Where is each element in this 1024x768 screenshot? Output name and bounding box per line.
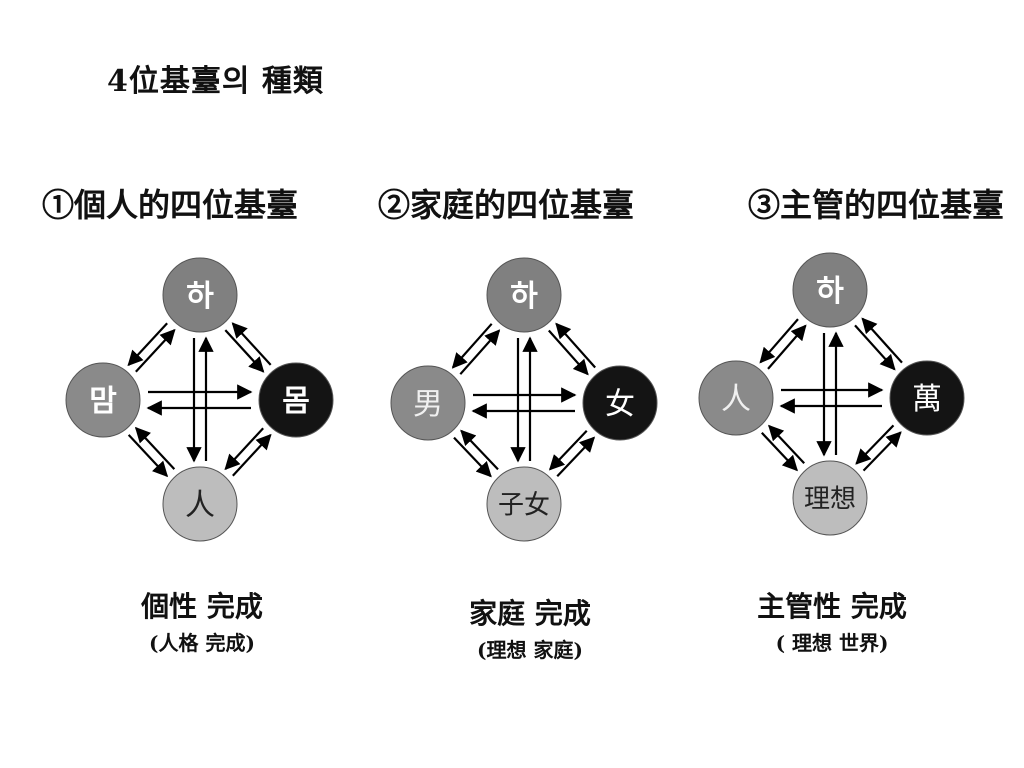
- diagram-3-node-left-label: 人: [721, 382, 751, 417]
- diagram-1-arrow-top-right-forward: [224, 329, 265, 373]
- diagram-3-arrow-top-left-backward: [767, 324, 807, 370]
- diagram-2-node-right: [582, 365, 658, 441]
- diagram-1-caption: 個性 完成 (人格 完成): [112, 585, 292, 656]
- diagram-1: 하맘 몸 人: [65, 257, 334, 542]
- diagram-3-node-top: [792, 252, 868, 328]
- diagram-1-node-right: [258, 362, 334, 438]
- diagram-2-arrow-left-bottom-backward: [460, 429, 499, 471]
- diagram-2-node-right-label: 女: [605, 387, 635, 422]
- diagram-2-arrow-left-bottom-forward: [453, 436, 492, 478]
- diagram-1-caption-sub: (人格 完成): [149, 631, 255, 655]
- diagram-2-node-top: [486, 257, 562, 333]
- diagram-1-node-bottom-label: 人: [185, 488, 215, 523]
- diagram-2-caption: 家庭 完成 (理想 家庭): [440, 592, 620, 663]
- diagram-3-node-right-label: 萬: [912, 382, 942, 417]
- diagram-3-caption-sub: ( 理想 世界): [775, 631, 889, 655]
- diagram-3-node-bottom-label: 理想: [804, 484, 856, 514]
- diagram-2-arrow-top-left-backward: [459, 329, 501, 375]
- diagram-2-arrow-right-bottom-backward: [556, 436, 596, 478]
- diagram-1-arrow-top-right-backward: [231, 322, 272, 366]
- diagram-3-title: ③主管的四位基臺: [748, 186, 1005, 224]
- diagram-1-title: ①個人的四位基臺: [42, 186, 299, 224]
- diagram-1-node-bottom: [162, 466, 238, 542]
- diagram-2-node-bottom-label: 子女: [498, 490, 550, 520]
- diagram-1-node-left: [65, 362, 141, 438]
- diagram-3-node-left: [698, 360, 774, 436]
- diagram-2-node-left: [390, 365, 466, 441]
- diagram-3-arrow-left-bottom-forward: [761, 432, 798, 472]
- diagram-2-node-left-label: 男: [413, 387, 443, 422]
- diagram-1-caption-main: 個性 完成: [141, 590, 263, 623]
- page-title: 4位基臺의 種類: [107, 64, 324, 99]
- diagram-3-caption-main: 主管性 完成: [757, 590, 907, 623]
- diagram-1-arrow-right-bottom-backward: [232, 433, 272, 477]
- diagram-1-node-right-label: 몸: [282, 384, 310, 419]
- diagram-3-arrow-left-bottom-backward: [768, 424, 805, 464]
- diagram-3-node-bottom: [792, 460, 868, 536]
- diagram-2-arrow-top-right-backward: [555, 322, 596, 369]
- diagram-3: 하 人 萬理想: [698, 252, 965, 536]
- diagram-2-caption-sub: (理想 家庭): [477, 638, 583, 662]
- diagram-1-arrow-top-left-backward: [135, 328, 176, 373]
- diagram-2-node-bottom: [486, 466, 562, 542]
- diagram-3-node-right: [889, 360, 965, 436]
- diagram-2-caption-main: 家庭 完成: [469, 597, 591, 630]
- diagram-1-arrow-left-bottom-backward: [134, 426, 176, 470]
- diagram-2-title: ②家庭的四位基臺: [378, 186, 635, 224]
- diagram-2-node-top-label: 하: [510, 279, 538, 314]
- diagram-3-arrow-right-bottom-backward: [862, 431, 902, 472]
- diagram-2: 하 男 女子女: [390, 257, 658, 542]
- diagram-1-node-left-label: 맘: [89, 384, 117, 419]
- diagram-3-caption: 主管性 完成 ( 理想 世界): [732, 585, 932, 656]
- diagram-3-arrow-top-right-backward: [861, 317, 903, 364]
- diagram-3-node-top-label: 하: [816, 274, 844, 309]
- diagram-1-node-top: [162, 257, 238, 333]
- diagram-1-node-top-label: 하: [186, 279, 214, 314]
